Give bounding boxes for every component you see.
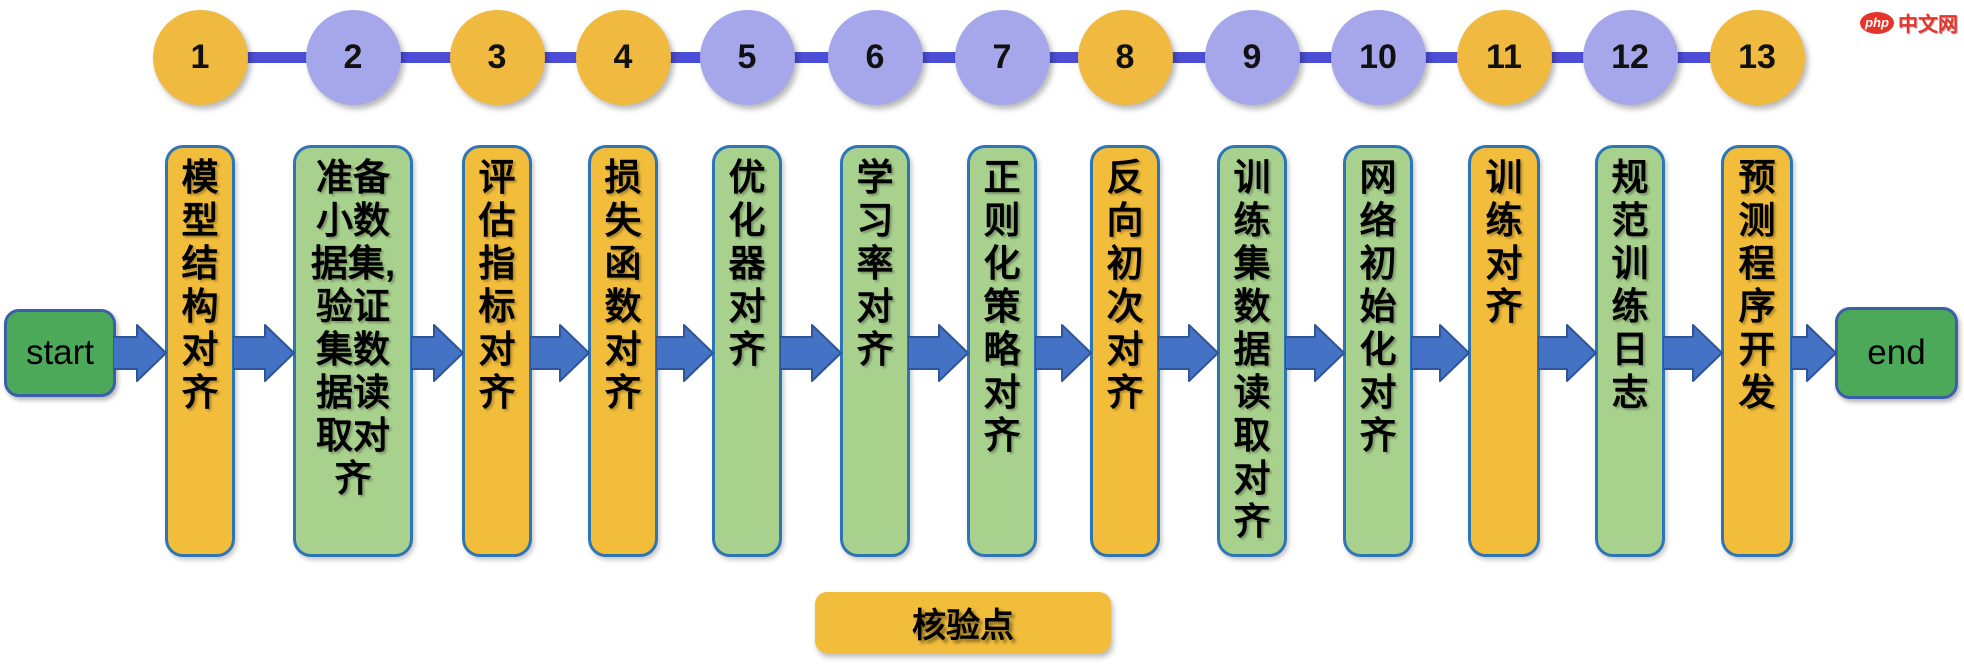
- step-circle-11: 11: [1456, 10, 1552, 105]
- stage-box-6: 学习率对齐: [840, 145, 910, 557]
- stage-box-2: 准备小数据集,验证集数据读取对齐: [293, 145, 413, 557]
- right-arrow-icon: [530, 324, 590, 382]
- step-circle-7: 7: [954, 10, 1050, 105]
- site-logo: php 中文网: [1860, 8, 1958, 37]
- end-node: end: [1835, 307, 1958, 399]
- right-arrow-icon: [1791, 324, 1837, 382]
- step-circle-5: 5: [699, 10, 795, 105]
- stage-box-13: 预测程序开发: [1721, 145, 1793, 557]
- right-arrow-icon: [1285, 324, 1345, 382]
- step-circle-9: 9: [1204, 10, 1300, 105]
- right-arrow-icon: [1411, 324, 1470, 382]
- right-arrow-icon: [780, 324, 842, 382]
- stage-box-11: 训练对齐: [1468, 145, 1540, 557]
- stage-box-7: 正则化策略对齐: [967, 145, 1037, 557]
- step-circle-6: 6: [827, 10, 923, 105]
- step-circle-10: 10: [1330, 10, 1426, 105]
- site-logo-text: 中文网: [1898, 14, 1958, 36]
- stage-box-9: 训练集数据读取对齐: [1217, 145, 1287, 557]
- right-arrow-icon: [113, 324, 167, 382]
- right-arrow-icon: [233, 324, 295, 382]
- checkpoint-badge: 核验点: [815, 592, 1111, 653]
- stage-box-12: 规范训练日志: [1595, 145, 1665, 557]
- right-arrow-icon: [1663, 324, 1723, 382]
- step-circle-2: 2: [305, 10, 401, 105]
- right-arrow-icon: [1158, 324, 1219, 382]
- step-circle-13: 13: [1709, 10, 1805, 105]
- stage-box-1: 模型结构对齐: [165, 145, 235, 557]
- right-arrow-icon: [656, 324, 714, 382]
- step-circle-12: 12: [1582, 10, 1678, 105]
- step-circle-4: 4: [575, 10, 671, 105]
- right-arrow-icon: [1035, 324, 1092, 382]
- step-circle-8: 8: [1077, 10, 1173, 105]
- step-circle-3: 3: [449, 10, 545, 105]
- stage-box-5: 优化器对齐: [712, 145, 782, 557]
- step-circle-1: 1: [152, 10, 248, 105]
- right-arrow-icon: [411, 324, 464, 382]
- stage-box-4: 损失函数对齐: [588, 145, 658, 557]
- right-arrow-icon: [1538, 324, 1597, 382]
- stage-box-3: 评估指标对齐: [462, 145, 532, 557]
- right-arrow-icon: [908, 324, 969, 382]
- stage-box-10: 网络初始化对齐: [1343, 145, 1413, 557]
- stage-box-8: 反向初次对齐: [1090, 145, 1160, 557]
- php-logo-icon: php: [1860, 11, 1894, 34]
- start-node: start: [4, 309, 116, 397]
